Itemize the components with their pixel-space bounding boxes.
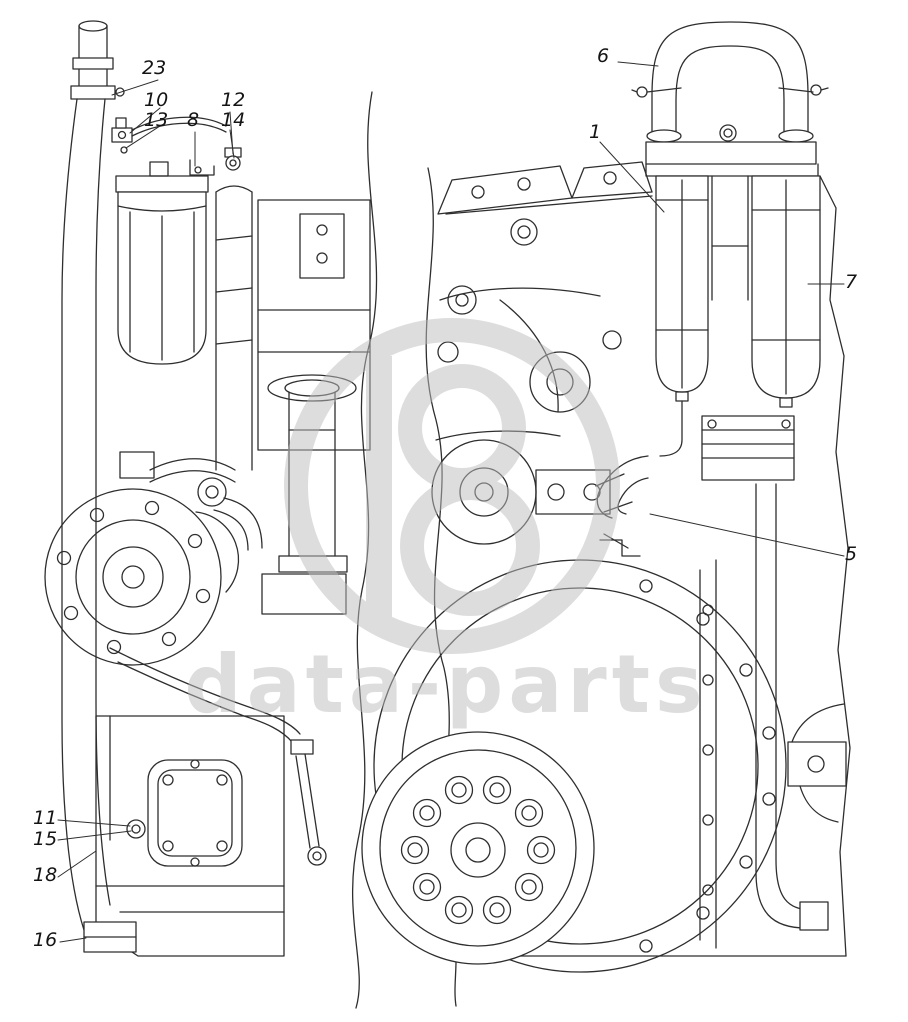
- flywheel: [361, 731, 595, 965]
- u-shaped-hose: [631, 21, 829, 143]
- coolant-hoses-left-view: [109, 451, 301, 743]
- cooler-and-right-pipe: [701, 415, 829, 931]
- exhaust-pipe: [61, 20, 137, 953]
- callout-label-12: 12: [221, 89, 246, 111]
- dipstick: [290, 739, 327, 866]
- drive-gear-arc: [195, 511, 240, 593]
- callout-label-6: 6: [597, 45, 610, 67]
- engine-block-outline: [435, 161, 851, 957]
- lower-right-bracket: [787, 703, 847, 823]
- filter-head-plate: [645, 124, 819, 177]
- oil-filter-left-view: [115, 161, 209, 365]
- manifold-left-view: [215, 185, 371, 615]
- watermark: data-parts: [184, 318, 707, 731]
- callout-label-14: 14: [221, 109, 246, 131]
- drain-plug-fitting: [126, 819, 146, 839]
- callout-label-23: 23: [142, 57, 167, 79]
- pipe-fittings: [111, 116, 242, 176]
- leader-lines: [57, 61, 845, 943]
- filters-right-view: [655, 175, 821, 408]
- water-pump: [44, 488, 222, 666]
- right-view: [361, 21, 851, 973]
- watermark-logo-ring: [284, 318, 620, 654]
- callout-label-1: 1: [589, 121, 602, 143]
- watermark-text: data-parts: [184, 638, 707, 731]
- watermark-logo-lower-circle: [400, 476, 540, 616]
- oil-pan-left-view: [95, 715, 285, 957]
- callout-label-10: 10: [144, 89, 169, 111]
- callout-label-8: 8: [187, 109, 200, 131]
- callout-label-16: 16: [33, 929, 58, 951]
- watermark-logo-bar: [366, 356, 392, 618]
- callout-label-15: 15: [33, 828, 58, 850]
- callout-label-13: 13: [144, 109, 169, 131]
- callout-label-11: 11: [33, 807, 58, 829]
- callout-label-18: 18: [33, 864, 58, 886]
- left-view: [44, 20, 371, 957]
- callout-label-5: 5: [845, 543, 858, 565]
- callout-label-7: 7: [845, 271, 858, 293]
- watermark-logo-upper-circle: [398, 364, 526, 492]
